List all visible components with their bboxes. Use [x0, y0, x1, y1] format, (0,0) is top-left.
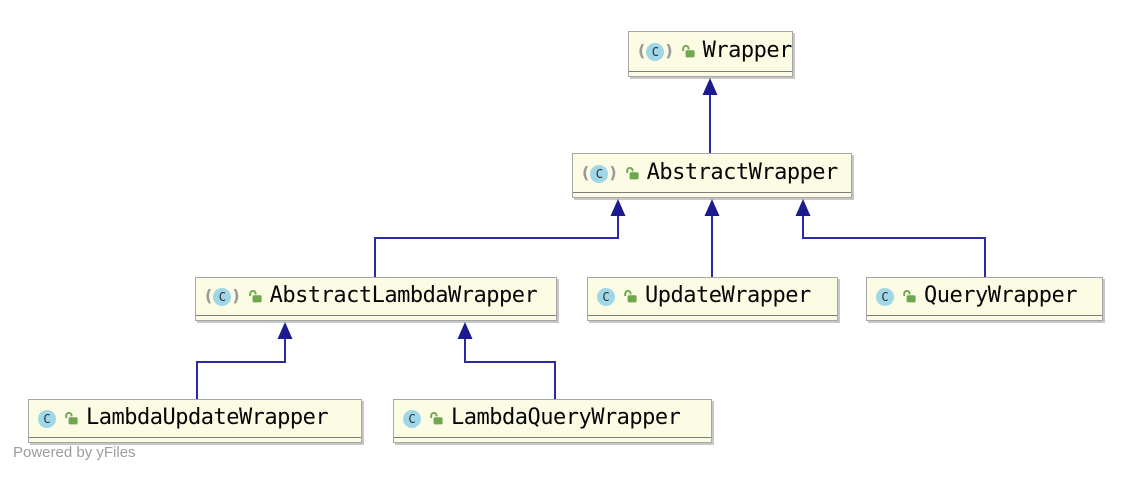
- open-lock-icon: [624, 165, 640, 181]
- class-letter: C: [646, 43, 665, 61]
- class-node-wrapper[interactable]: ( C ) Wrapper: [628, 31, 793, 77]
- class-name: Wrapper: [702, 38, 793, 63]
- abstract-class-icon: ( C ): [205, 288, 240, 306]
- class-icon: C: [876, 288, 894, 306]
- class-node-query-wrapper[interactable]: C QueryWrapper: [866, 277, 1103, 321]
- class-letter: C: [213, 288, 232, 306]
- open-lock-icon: [901, 288, 917, 304]
- class-icon: C: [38, 410, 56, 428]
- abstract-marker-close: ): [609, 162, 617, 182]
- abstract-marker-open: (: [638, 41, 646, 60]
- edge-lambdaupdatewrapper-to-abstractlambdawrapper[interactable]: [196, 322, 293, 399]
- class-node-abstract-wrapper[interactable]: ( C ) AbstractWrapper: [572, 153, 852, 198]
- abstract-marker-open: (: [582, 162, 590, 182]
- abstract-marker-close: ): [232, 286, 240, 305]
- abstract-marker-close: ): [665, 41, 673, 60]
- class-name: QueryWrapper: [924, 283, 1077, 308]
- edge-updatewrapper-to-abstractwrapper[interactable]: [704, 199, 720, 277]
- class-letter: C: [876, 288, 894, 306]
- abstract-class-icon: ( C ): [638, 43, 673, 61]
- class-icon: C: [597, 288, 615, 306]
- class-letter: C: [38, 410, 56, 428]
- class-name: LambdaQueryWrapper: [451, 405, 681, 430]
- class-letter: C: [403, 410, 421, 428]
- edge-abstractlambdawrapper-to-abstractwrapper[interactable]: [374, 199, 626, 277]
- class-node-update-wrapper[interactable]: C UpdateWrapper: [587, 277, 838, 321]
- class-name: AbstractWrapper: [646, 159, 839, 185]
- open-lock-icon: [63, 410, 79, 426]
- open-lock-icon: [622, 288, 638, 304]
- class-node-abstract-lambda-wrapper[interactable]: ( C ) AbstractLambdaWrapper: [195, 277, 557, 321]
- class-letter: C: [590, 164, 609, 183]
- class-name: AbstractLambdaWrapper: [269, 283, 538, 308]
- abstract-class-icon: ( C ): [582, 162, 617, 183]
- class-name: UpdateWrapper: [645, 283, 811, 308]
- class-node-lambda-update-wrapper[interactable]: C LambdaUpdateWrapper: [28, 399, 362, 443]
- open-lock-icon: [428, 410, 444, 426]
- yfiles-watermark: Powered by yFiles: [13, 444, 136, 461]
- edge-querywrapper-to-abstractwrapper[interactable]: [795, 199, 986, 277]
- class-icon: C: [403, 410, 421, 428]
- open-lock-icon: [247, 288, 263, 304]
- class-letter: C: [597, 288, 615, 306]
- edge-abstractwrapper-to-wrapper[interactable]: [702, 78, 718, 153]
- class-node-lambda-query-wrapper[interactable]: C LambdaQueryWrapper: [393, 399, 712, 443]
- abstract-marker-open: (: [205, 286, 213, 305]
- open-lock-icon: [680, 43, 696, 59]
- edge-lambdaquerywrapper-to-abstractlambdawrapper[interactable]: [457, 322, 556, 399]
- class-name: LambdaUpdateWrapper: [86, 405, 329, 430]
